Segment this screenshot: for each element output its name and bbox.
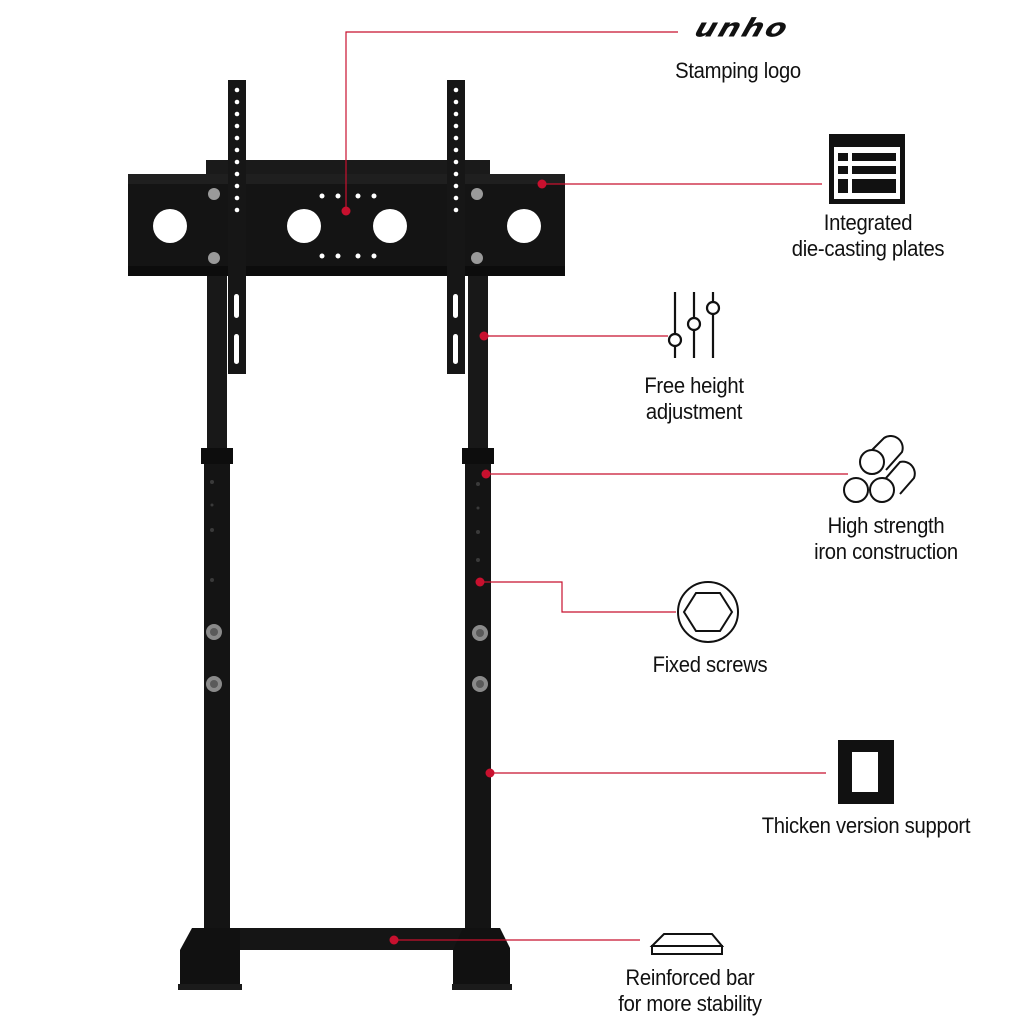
- left-pole-upper: [207, 270, 227, 462]
- pole-screws: [206, 624, 488, 692]
- right-pole-upper: [468, 270, 488, 462]
- bar-icon: [649, 933, 725, 955]
- label-screws: Fixed screws: [652, 652, 768, 677]
- plate-holes: [153, 209, 541, 243]
- plate-small-holes: [319, 193, 377, 259]
- right-pole-lower: [465, 460, 491, 928]
- right-foot: [453, 928, 510, 988]
- arm-holes: [234, 87, 459, 213]
- leader-dots: [341, 179, 547, 945]
- left-pole-lower: [204, 460, 230, 928]
- right-collar: [462, 448, 494, 464]
- label-thicken: Thicken version support: [761, 813, 971, 838]
- logo-wordmark-icon: unho: [690, 13, 794, 44]
- left-collar: [201, 448, 233, 464]
- label-die-casting: Integrated die-casting plates: [791, 210, 945, 261]
- left-foot: [180, 928, 240, 988]
- right-vesa-arm: [447, 80, 465, 374]
- label-stamping-logo: Stamping logo: [675, 58, 801, 83]
- leader-stamping-logo: [345, 31, 678, 211]
- leader-screws: [480, 581, 676, 613]
- thick-tube-icon: [838, 740, 894, 804]
- leader-lines: [345, 31, 848, 941]
- mount-plate-back: [206, 160, 490, 176]
- tv-stand: [128, 80, 565, 990]
- plate-icon: [829, 134, 905, 204]
- hex-screw-icon: [677, 581, 739, 643]
- label-iron: High strength iron construction: [814, 513, 958, 564]
- reinforced-bar: [225, 928, 470, 950]
- left-vesa-arm: [228, 80, 246, 374]
- sliders-icon: [667, 292, 721, 358]
- label-height: Free height adjustment: [644, 373, 744, 424]
- label-bar: Reinforced bar for more stability: [618, 965, 762, 1016]
- pole-holes: [210, 480, 480, 582]
- plate-bolts: [208, 188, 483, 264]
- arm-slots: [234, 294, 458, 364]
- iron-bars-icon: [843, 435, 916, 503]
